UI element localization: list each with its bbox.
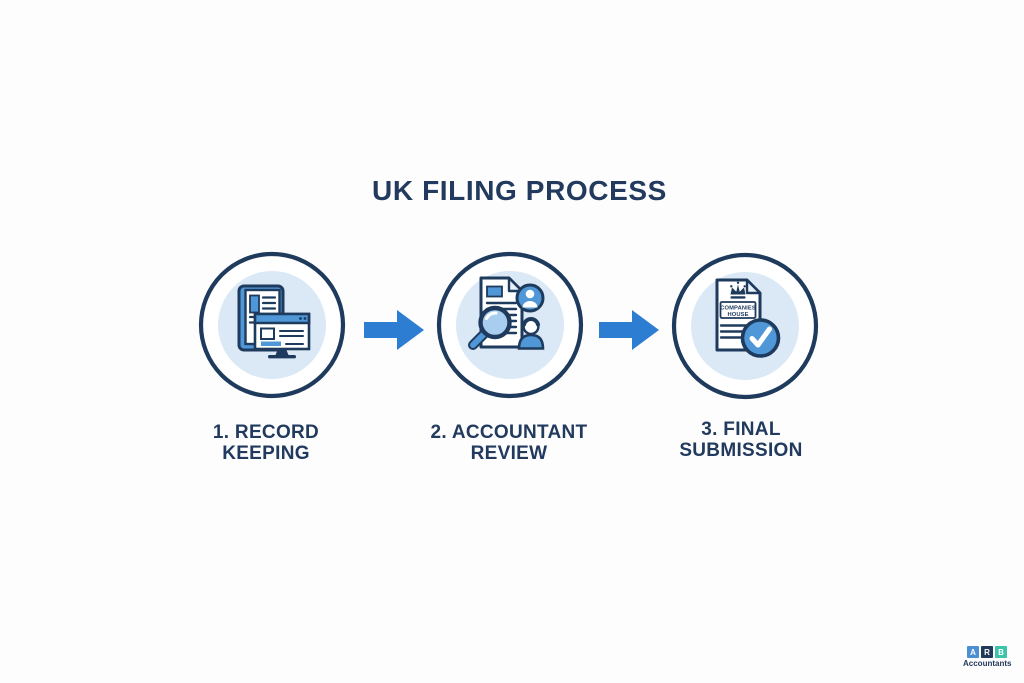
step-1-circle [198,251,346,399]
logo-subtitle: Accountants [963,659,1012,668]
step-2-label: 2. ACCOUNTANT REVIEW [399,422,619,464]
step-2-label-line1: 2. ACCOUNTANT [430,422,588,443]
logo-letter-a: A [967,646,979,658]
logo-letter-b: B [995,646,1007,658]
step-1-label: 1. RECORD KEEPING [156,422,376,464]
companies-house-text-line1: COMPANIES [720,305,756,311]
arrow-right-icon [599,310,659,350]
step-1-label-line2: KEEPING [222,443,310,464]
crown-icon [730,281,746,299]
final-submission-companies-house-check-icon: COMPANIES HOUSE [715,278,781,358]
step-2-circle [436,251,584,399]
step-2-label-line2: REVIEW [470,443,548,464]
person-icon [517,333,545,350]
step-3-label-line2: SUBMISSION [679,440,803,461]
record-keeping-documents-monitor-icon [237,284,311,359]
step-1-label-line1: 1. RECORD [212,422,320,443]
step-3-label: 3. FINAL SUBMISSION [631,419,851,461]
logo-letter-r: R [981,646,993,658]
step-3-label-line1: 3. FINAL [701,419,781,440]
step-3-circle: COMPANIES HOUSE [671,252,819,400]
arrow-right-icon [364,310,424,350]
logo-letter-squares: A R B [963,646,1011,658]
companies-house-text-line2: HOUSE [727,312,748,318]
arb-accountants-logo: A R B Accountants [963,646,1011,668]
diagram-title: UK FILING PROCESS [372,175,667,206]
accountant-review-magnifier-document-icon [468,276,545,350]
